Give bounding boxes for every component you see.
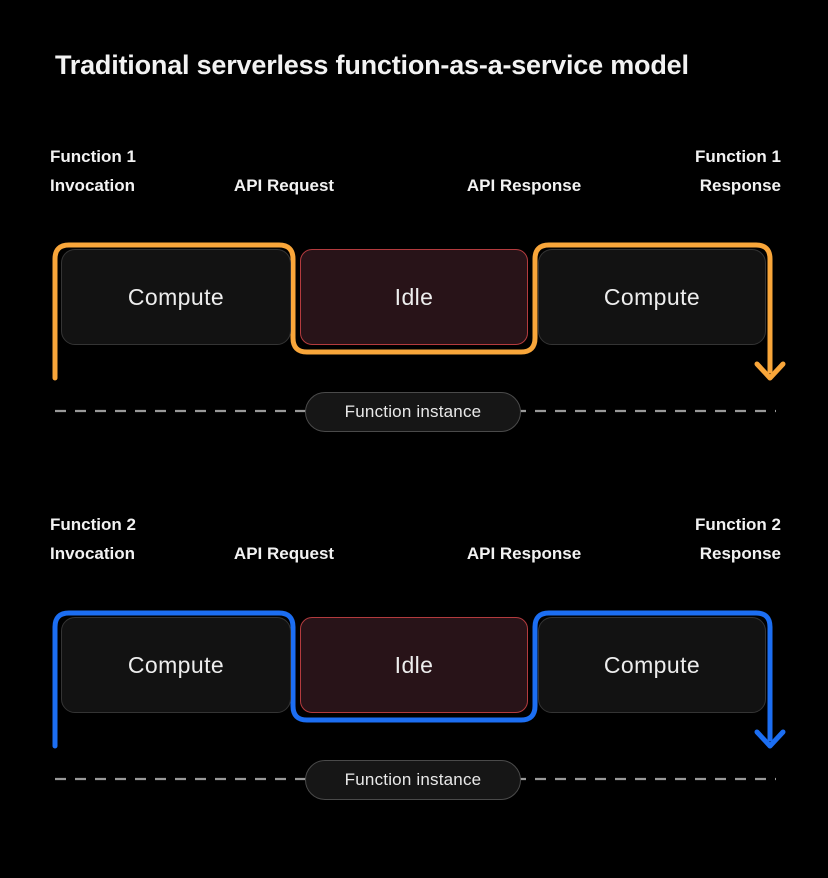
label-line1: Function 1 <box>50 147 136 166</box>
function2-invocation-label: Function 2 Invocation <box>50 510 136 568</box>
label-line1: Function 1 <box>695 147 781 166</box>
box-label: Compute <box>603 283 701 310</box>
box-label: Compute <box>603 651 701 678</box>
label-line2: Response <box>699 176 781 195</box>
label-line2: Response <box>699 544 781 563</box>
idle-box: Idle <box>300 617 528 713</box>
function-instance-pill: Function instance <box>305 760 521 800</box>
label-line2: Invocation <box>50 176 136 195</box>
box-label: Compute <box>127 283 225 310</box>
idle-box: Idle <box>300 249 528 345</box>
function2-arrowhead-icon <box>754 729 786 749</box>
function1-response-label: Function 1 Response <box>581 142 781 200</box>
box-label: Idle <box>394 283 434 310</box>
function-instance-pill: Function instance <box>305 392 521 432</box>
pill-label: Function instance <box>344 770 482 789</box>
function2-api-request-label: API Request <box>233 544 335 563</box>
label-line1: Function 2 <box>695 515 781 534</box>
function1-arrowhead-icon <box>754 361 786 381</box>
pill-label: Function instance <box>344 402 482 421</box>
function2-api-response-label: API Response <box>466 544 582 563</box>
function1-api-request-label: API Request <box>233 176 335 195</box>
label-line2: Invocation <box>50 544 136 563</box>
compute-box: Compute <box>538 249 766 345</box>
box-label: Compute <box>127 651 225 678</box>
compute-box: Compute <box>61 617 291 713</box>
function2-flow-path <box>52 610 773 749</box>
page-title: Traditional serverless function-as-a-ser… <box>55 50 689 80</box>
label-line1: Function 2 <box>50 515 136 534</box>
compute-box: Compute <box>538 617 766 713</box>
function1-flow-path <box>52 242 773 381</box>
box-label: Idle <box>394 651 434 678</box>
function2-response-label: Function 2 Response <box>581 510 781 568</box>
compute-box: Compute <box>61 249 291 345</box>
function1-invocation-label: Function 1 Invocation <box>50 142 136 200</box>
function1-api-response-label: API Response <box>466 176 582 195</box>
